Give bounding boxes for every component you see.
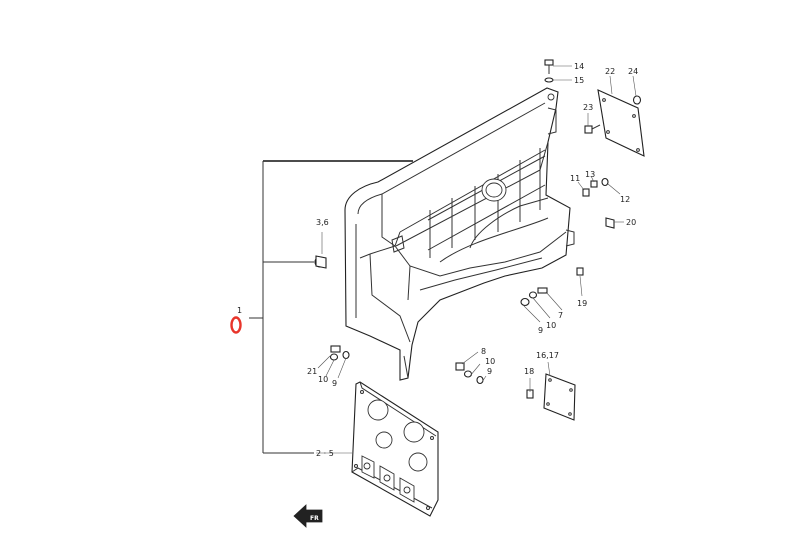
callout-19[interactable]: 19 [577,299,587,308]
leader-lines [316,65,637,454]
callout-9-left[interactable]: 9 [332,379,337,388]
callout-1[interactable]: 1 [237,306,242,315]
callout-2-5[interactable]: 2 · 5 [316,449,334,458]
callout-24[interactable]: 24 [628,67,638,76]
callout-16-17[interactable]: 16,17 [536,351,559,360]
main-housing [344,87,575,381]
callout-14[interactable]: 14 [574,62,584,71]
callout-20[interactable]: 20 [626,218,636,227]
callout-23[interactable]: 23 [583,103,593,112]
callout-22[interactable]: 22 [605,67,615,76]
callout-18[interactable]: 18 [524,367,534,376]
selected-part-marker[interactable] [230,316,242,334]
callout-labels: 14 15 22 24 23 11 13 12 20 3,6 19 7 10 9… [307,62,638,458]
callout-15[interactable]: 15 [574,76,584,85]
callout-10-upper[interactable]: 10 [546,321,556,330]
front-panel [351,381,439,517]
side-cover-plate [597,89,645,157]
callout-9-right[interactable]: 9 [487,367,492,376]
callout-7[interactable]: 7 [558,311,563,320]
front-arrow-icon [293,504,323,528]
callout-9-upper[interactable]: 9 [538,326,543,335]
front-direction-marker: FR [293,504,323,528]
hardware [314,59,642,399]
callout-13[interactable]: 13 [585,170,595,179]
callout-21[interactable]: 21 [307,367,317,376]
callout-10-right[interactable]: 10 [485,357,495,366]
callout-12[interactable]: 12 [620,195,630,204]
assembly-bracket [249,160,413,454]
callout-10-left[interactable]: 10 [318,375,328,384]
callout-8[interactable]: 8 [481,347,486,356]
small-cover-plate [543,373,576,421]
front-label: FR [310,515,319,522]
callout-11[interactable]: 11 [570,174,580,183]
callout-3-6[interactable]: 3,6 [316,218,329,227]
